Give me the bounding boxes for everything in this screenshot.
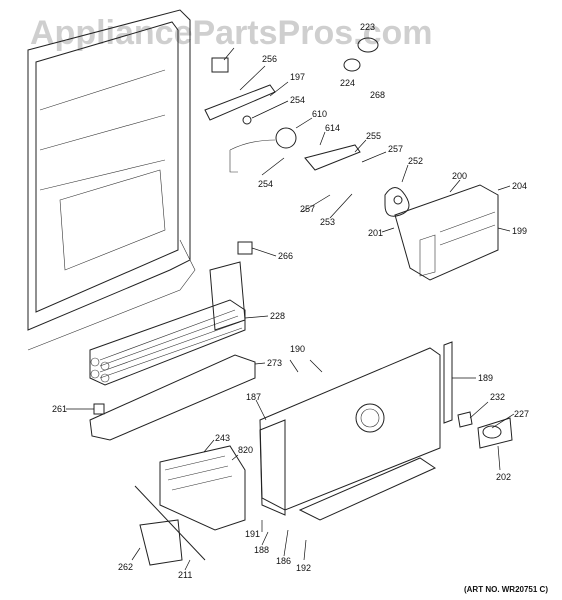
callout: 255 <box>366 131 381 141</box>
callout: 201 <box>368 228 383 238</box>
callout: 253 <box>320 217 335 227</box>
callout: 190 <box>290 344 305 354</box>
callout: 254 <box>258 179 273 189</box>
side-strip <box>443 341 453 424</box>
callout: 223 <box>360 22 375 32</box>
callout: 232 <box>490 392 505 402</box>
callout: 191 <box>245 529 260 539</box>
callout: 256 <box>262 54 277 64</box>
callout: 188 <box>254 545 269 555</box>
damper-part <box>343 37 379 72</box>
callout: 268 <box>370 90 385 100</box>
callout: 252 <box>408 156 423 166</box>
fan-blade <box>384 187 410 217</box>
callout: 254 <box>290 95 305 105</box>
evap-fan-bracket <box>204 57 361 173</box>
freezer-liner <box>27 9 196 351</box>
callouts: 223 256 197 224 268 254 610 614 255 257 … <box>52 22 529 580</box>
light-assembly <box>457 411 513 449</box>
fan-cover <box>394 184 499 281</box>
callout: 204 <box>512 181 527 191</box>
callout: 200 <box>452 171 467 181</box>
callout: 211 <box>178 570 192 580</box>
ice-maker <box>134 445 246 566</box>
callout: 227 <box>514 409 529 419</box>
callout: 273 <box>267 358 282 368</box>
callout: 257 <box>300 204 315 214</box>
callout: 202 <box>496 472 511 482</box>
callout: 224 <box>340 78 355 88</box>
callout: 199 <box>512 226 527 236</box>
callout: 228 <box>270 311 285 321</box>
leader-lines <box>66 47 515 571</box>
callout: 243 <box>215 433 230 443</box>
callout: 192 <box>296 563 311 573</box>
art-number: (ART NO. WR20751 C) <box>463 585 548 594</box>
callout: 614 <box>325 123 340 133</box>
watermark: AppliancePartsPros.com <box>30 14 433 52</box>
callout: 189 <box>478 373 493 383</box>
callout: 257 <box>388 144 403 154</box>
callout: 186 <box>276 556 291 566</box>
evap-cover <box>259 347 441 521</box>
evaporator <box>89 241 253 386</box>
callout: 187 <box>246 392 261 402</box>
callout: 610 <box>312 109 327 119</box>
callout: 820 <box>238 445 253 455</box>
callout: 266 <box>278 251 293 261</box>
callout: 262 <box>118 562 133 572</box>
callout: 197 <box>290 72 305 82</box>
callout: 261 <box>52 404 67 414</box>
drain-pan <box>89 354 256 441</box>
